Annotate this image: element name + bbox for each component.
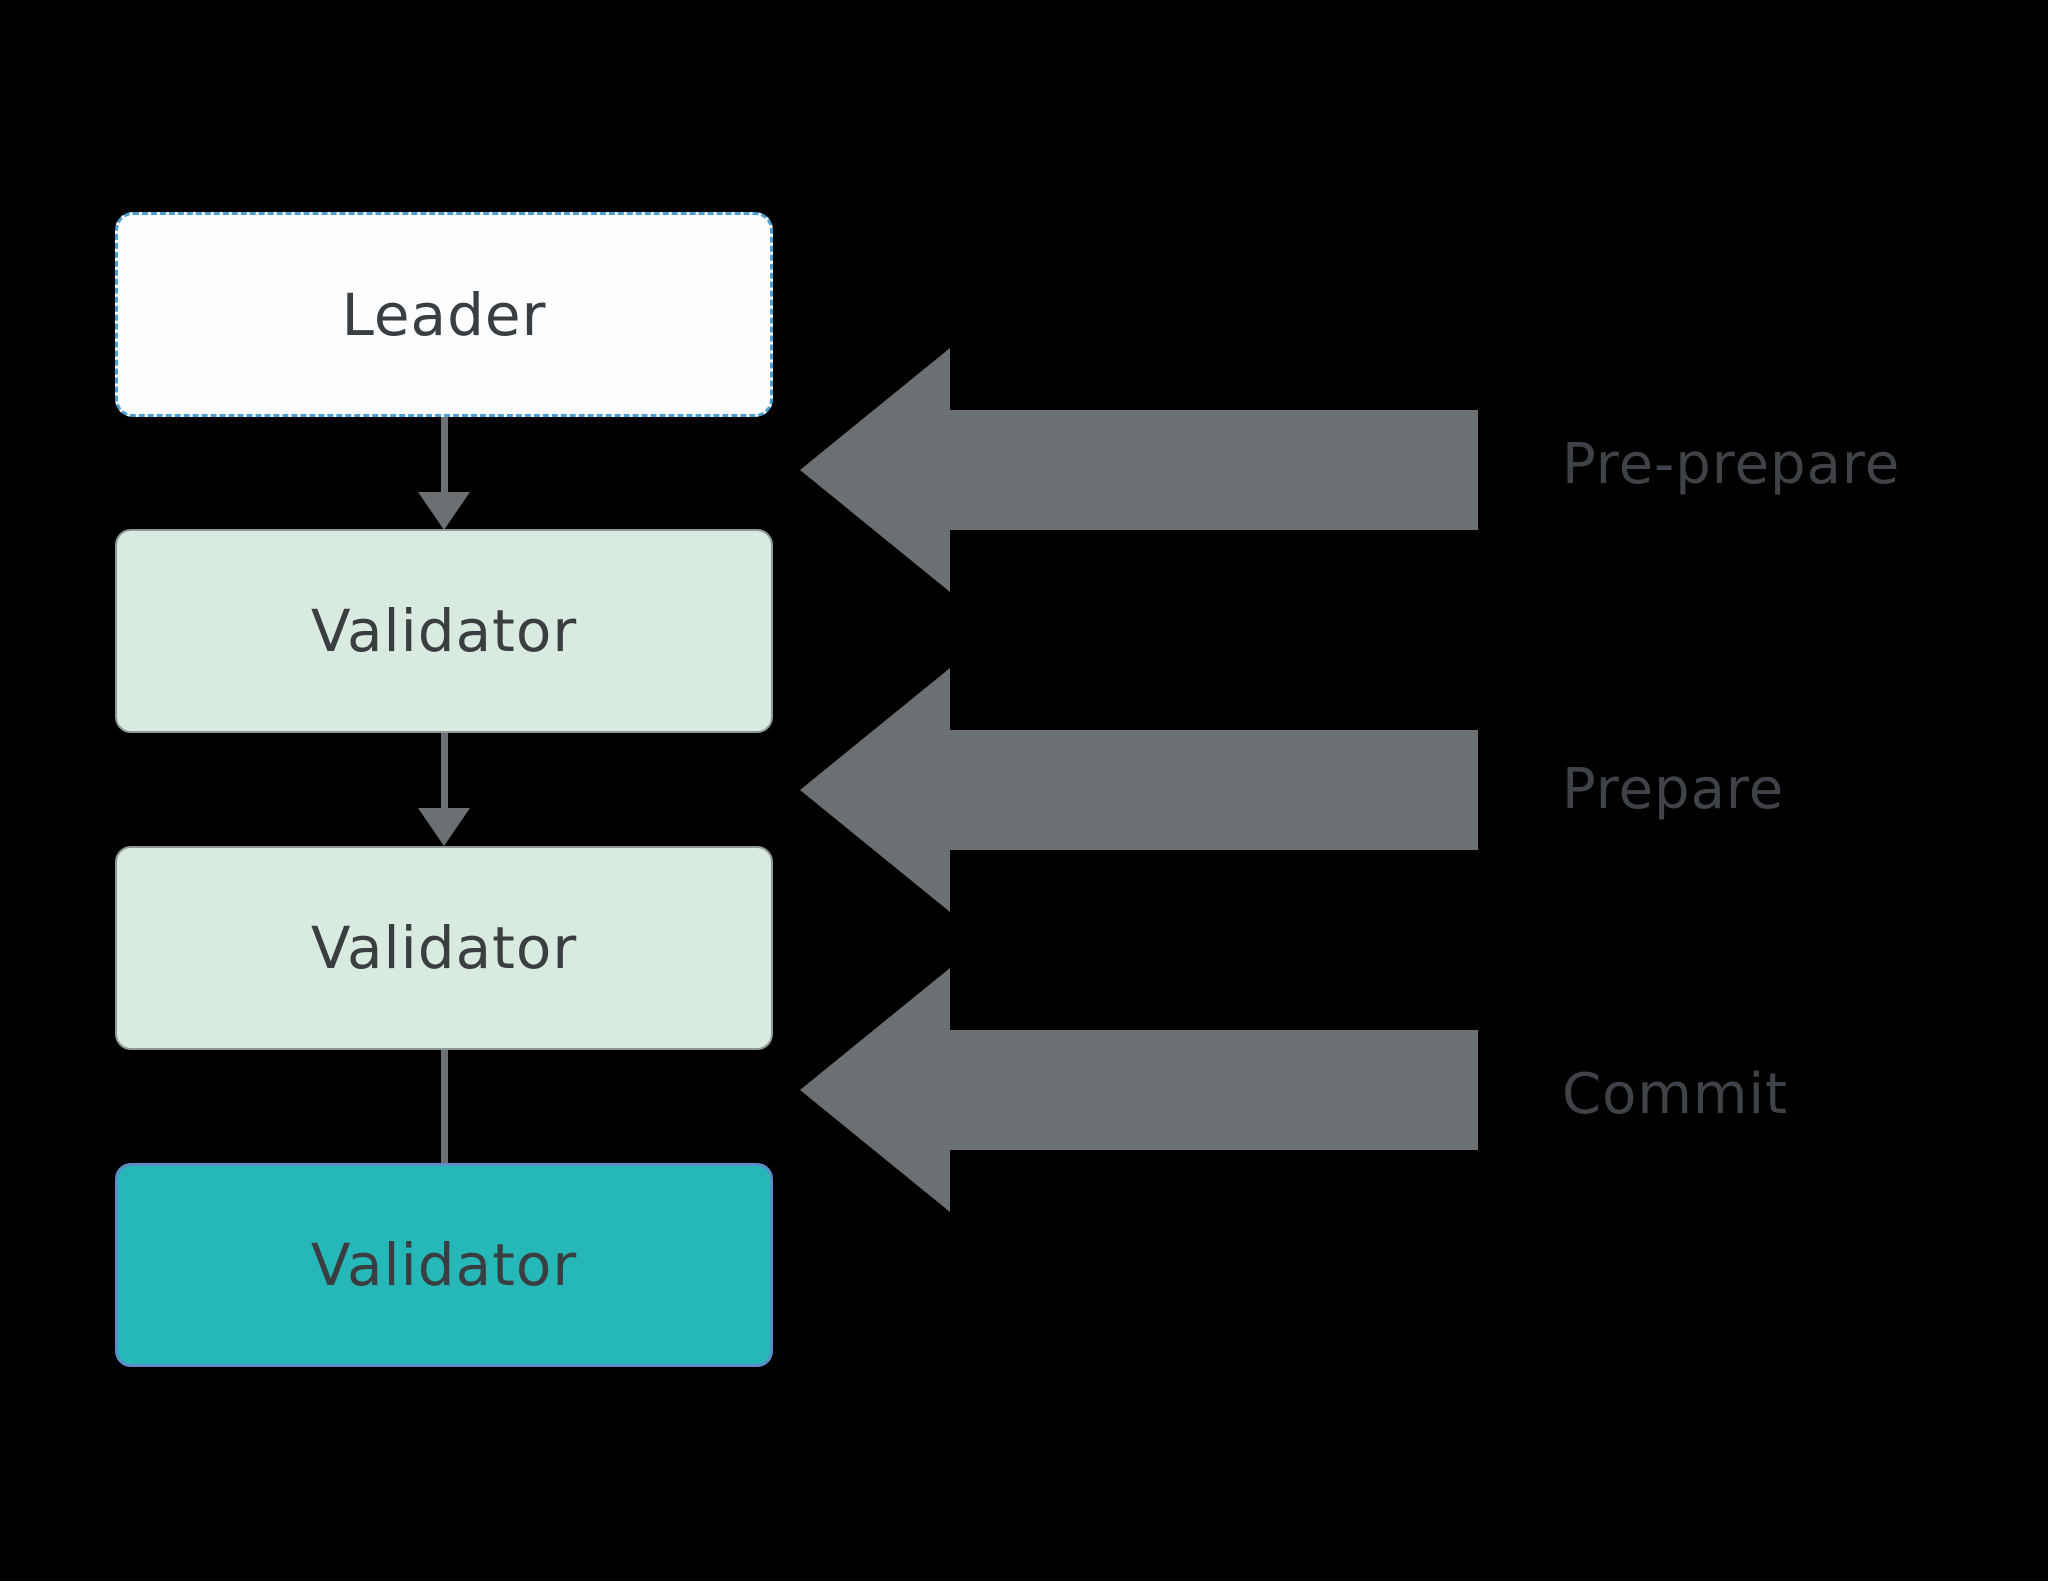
left-arrowhead-icon <box>800 668 950 912</box>
validator-node-1-label: Validator <box>310 597 578 665</box>
phase-label-prepare: Prepare <box>1562 757 1785 822</box>
phase-arrow-pre-prepare <box>800 348 1478 592</box>
phase-arrow-commit <box>800 968 1478 1212</box>
validator-node-3-label: Validator <box>310 1231 578 1299</box>
leader-node-label: Leader <box>341 280 547 349</box>
phase-label-pre-prepare: Pre-prepare <box>1562 432 1901 497</box>
validator-node-1: Validator <box>115 529 773 733</box>
connector-line-validator1-to-validator2 <box>441 733 448 809</box>
validator-node-2-label: Validator <box>310 914 578 982</box>
connector-arrowhead-down-2 <box>418 808 470 846</box>
arrow-shaft <box>950 1030 1478 1150</box>
connector-arrowhead-down-1 <box>418 492 470 530</box>
phase-arrow-prepare <box>800 668 1478 912</box>
phase-label-commit: Commit <box>1562 1062 1788 1127</box>
leader-node: Leader <box>115 212 773 417</box>
validator-node-3-final: Validator <box>115 1163 773 1367</box>
arrow-shaft <box>950 730 1478 850</box>
validator-node-2: Validator <box>115 846 773 1050</box>
connector-line-validator2-to-validator3 <box>441 1050 448 1163</box>
left-arrowhead-icon <box>800 968 950 1212</box>
left-arrowhead-icon <box>800 348 950 592</box>
connector-line-leader-to-validator1 <box>441 417 448 493</box>
arrow-shaft <box>950 410 1478 530</box>
